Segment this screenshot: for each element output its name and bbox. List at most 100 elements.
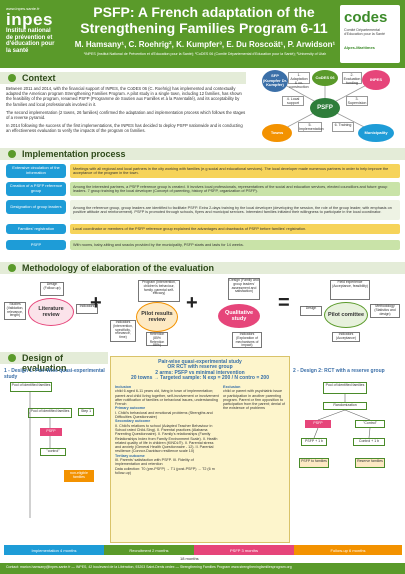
control-box: "control" bbox=[40, 448, 66, 456]
footer-text: Contact: marion.hamsany@inpes.sante.fr —… bbox=[6, 565, 292, 569]
process-step-text: Among the interested partners, a PSFP re… bbox=[70, 182, 400, 196]
title-line-1: PSFP: A French adaptation of the bbox=[93, 4, 315, 20]
step-label: Step 1 bbox=[78, 408, 94, 416]
design-1-lines bbox=[28, 392, 51, 518]
method-box: Field experience (Acceptance, feasibilit… bbox=[330, 280, 370, 300]
context-paragraph: Between 2011 and 2014, with the financia… bbox=[6, 86, 242, 107]
timeline: Implementation 4 months Recruitment 2 mo… bbox=[4, 545, 402, 557]
section-design: Design of evaluation bbox=[0, 352, 108, 373]
inpes-logo: www.inpes.sante.fr inpes Institut nation… bbox=[6, 6, 70, 62]
codes-subtitle: Comité Départemental d'Education pour la… bbox=[344, 28, 386, 37]
exclusion-text: child or parent with psychiatric issue o… bbox=[223, 389, 285, 411]
section-bullet-icon bbox=[8, 354, 16, 362]
timeline-psfp: PSFP 3 months bbox=[194, 545, 294, 555]
method-box: Retention (85% Retention 88%) bbox=[146, 332, 168, 347]
network-label: 4. Local support bbox=[282, 96, 304, 106]
section-title: Design of evaluation bbox=[22, 353, 67, 373]
logo-sub-1: Institut national bbox=[6, 28, 51, 34]
psfp-box: PSFP + 1 b bbox=[301, 438, 327, 446]
method-box: Indicators (Exploration of mechanisms of… bbox=[232, 332, 262, 348]
method-box: Studies (Validation, relevance, length) bbox=[4, 302, 26, 320]
non-eligible-box: non-eligible families bbox=[64, 470, 94, 482]
design-1-diagram: 1 - Design 1: Pair-Wise quasi-experiment… bbox=[4, 368, 108, 543]
outcomes-column: Inclusion child 6 aged 6-11 years old, l… bbox=[115, 385, 219, 475]
design-2-lines bbox=[313, 394, 371, 439]
tertiary-title: Tertiary outcome bbox=[115, 453, 145, 458]
timeline-follow-up: Follow-up 6 months bbox=[294, 545, 402, 555]
control-box: "Control" bbox=[355, 420, 385, 428]
poster-title: PSFP: A French adaptation of the Strengt… bbox=[74, 4, 334, 36]
process-step-left: Extensive circulation of the information bbox=[6, 164, 66, 178]
section-title: Context bbox=[22, 73, 56, 83]
context-paragraph: The second implementation (2 towns, 26 f… bbox=[6, 109, 246, 121]
timeline-total: 18 months bbox=[180, 556, 199, 561]
primary-text: I. Child's behavioral and emotional prob… bbox=[115, 410, 213, 420]
exclusion-column: Exclusion child or parent with psychiatr… bbox=[223, 385, 285, 411]
node-towns: Towns bbox=[262, 124, 292, 142]
section-method: Methodology of elaboration of the evalua… bbox=[0, 262, 405, 274]
codes-logo: codes Comité Départemental d'Education p… bbox=[340, 5, 400, 63]
process-step-text: Meetings with all regional and local par… bbox=[70, 164, 400, 178]
partners-network-diagram: SFP (Kumpfer Dr. Kumpfer) CoDES 06 INPES… bbox=[248, 70, 402, 144]
context-text: Between 2011 and 2014, with the financia… bbox=[6, 86, 246, 137]
section-process: Implementation process bbox=[0, 148, 405, 160]
pool-box: Pool of identified families bbox=[323, 382, 367, 394]
control-box: Control + 1 b bbox=[353, 438, 385, 446]
title-line-2: Strengthening Families Program 6-11 bbox=[80, 20, 328, 36]
authors: M. Hamsany¹, C. Roehrig², K. Kumpfer³, E… bbox=[74, 40, 336, 49]
section-bullet-icon bbox=[8, 74, 16, 82]
method-box: Program (Intervention, children's behavi… bbox=[138, 280, 180, 302]
pilot-committee-oval: Pilot comittee bbox=[324, 302, 368, 328]
footer: Contact: marion.hamsany@inpes.sante.fr —… bbox=[0, 563, 405, 574]
pilot-results-oval: Pilot results review bbox=[136, 302, 178, 332]
network-label: 3. Supervision bbox=[346, 96, 368, 106]
literature-review-oval: Literature review bbox=[28, 298, 74, 326]
node-municipality: Municipality bbox=[358, 124, 394, 142]
codes-wordmark: codes bbox=[344, 9, 388, 26]
context-paragraph: In 2014 following the success of the fir… bbox=[6, 123, 243, 134]
mid-head-3: 2 arms: PSFP vs minimal intervention bbox=[155, 369, 245, 376]
section-context: Context bbox=[0, 72, 246, 84]
tertiary-text: III. Parents' satisfaction with PSFP. II… bbox=[115, 458, 194, 467]
design-2-diagram: 2 - Design 2: RCT with a reserve group P… bbox=[293, 368, 401, 543]
psfp-box: PSFP to families bbox=[299, 458, 329, 468]
method-box: Design (Family and group leaders' assess… bbox=[228, 278, 260, 300]
section-bullet-icon bbox=[8, 264, 16, 272]
method-box: Design bbox=[300, 306, 322, 316]
logo-url: www.inpes.sante.fr bbox=[6, 6, 40, 11]
network-label: 6. Training bbox=[332, 122, 354, 132]
network-label: 2. Evaluation funding bbox=[342, 72, 362, 85]
psfp-box: PSFP bbox=[305, 420, 331, 428]
randomization-box: Randomization bbox=[323, 402, 367, 410]
node-sfp: SFP (Kumpfer Dr. Kumpfer) bbox=[262, 70, 288, 92]
logo-sub-3: d'éducation pour bbox=[6, 41, 55, 47]
plus-icon: + bbox=[186, 292, 198, 314]
codes-region: Alpes-Maritimes bbox=[344, 45, 375, 50]
method-box: Indicators (Acceptance) bbox=[332, 332, 360, 342]
section-title: Methodology of elaboration of the evalua… bbox=[22, 263, 215, 273]
process-step-left: Families' registration bbox=[6, 224, 66, 234]
data-collection: Data collection: T0 (pre-PSFP) → T1 (pos… bbox=[115, 466, 215, 475]
timeline-recruitment: Recruitment 2 months bbox=[104, 545, 194, 555]
primary-title: Primary outcome bbox=[115, 406, 146, 411]
timeline-implementation: Implementation 4 months bbox=[4, 545, 104, 555]
method-box: Indicators (Intervention, specificity, r… bbox=[110, 320, 136, 342]
process-step-text: Local coordinator or members of the PSFP… bbox=[70, 224, 400, 234]
mid-head-4: 20 towns → Targeted sample: N exp = 200 … bbox=[130, 375, 269, 382]
mid-head-1: Pair-wise quasi-experimental study bbox=[158, 359, 242, 365]
design-1-title: 1 - Design 1: Pair-Wise quasi-experiment… bbox=[4, 368, 105, 380]
inclusion-text: child 6 aged 6-11 years old, living in t… bbox=[115, 389, 219, 407]
exclusion-title: Exclusion bbox=[223, 385, 241, 389]
inclusion-title: Inclusion bbox=[115, 385, 132, 389]
reserve-box: Reserve families bbox=[355, 458, 385, 468]
network-label: 5. Implementation bbox=[298, 122, 324, 132]
mid-head-2: OR RCT with reserve group bbox=[167, 364, 233, 371]
pool-box: Pool of identified families bbox=[10, 382, 52, 392]
network-label: 1. Adaptation & co-construction bbox=[288, 72, 310, 89]
process-step-text: Among the reference group, group leaders… bbox=[70, 200, 400, 220]
header-banner: www.inpes.sante.fr inpes Institut nation… bbox=[0, 0, 405, 68]
process-step-text: With rooms, baby-sitting and snacks prov… bbox=[70, 240, 400, 250]
logo-sub-4: la santé bbox=[6, 47, 29, 54]
method-box: Design (Follow-up) bbox=[40, 282, 64, 296]
